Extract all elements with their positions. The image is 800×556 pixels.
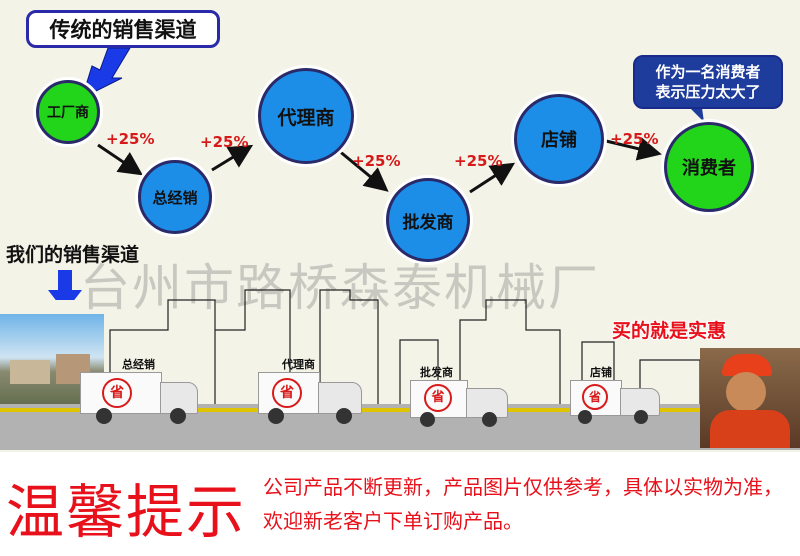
truck-label: 批发商 bbox=[420, 366, 453, 379]
flow-line-5 bbox=[605, 137, 662, 161]
truck-agent: 代理商 省 bbox=[258, 358, 388, 428]
truck-wholesaler: 批发商 省 bbox=[410, 366, 520, 432]
truck-logo: 省 bbox=[582, 384, 608, 410]
our-channel-label: 我们的销售渠道 bbox=[6, 244, 140, 266]
flow-line-1 bbox=[97, 143, 143, 176]
markup-label-1: +25% bbox=[106, 130, 155, 148]
bubble-line-1: 作为一名消费者 bbox=[655, 63, 761, 81]
truck-label: 总经销 bbox=[122, 358, 155, 371]
our-pointer-arrow-icon bbox=[48, 270, 82, 300]
truck-logo: 省 bbox=[272, 378, 302, 408]
road-line bbox=[0, 408, 800, 412]
traditional-channel-label: 传统的销售渠道 bbox=[26, 10, 220, 48]
bubble-line-2: 表示压力太大了 bbox=[655, 83, 761, 101]
flow-line-3 bbox=[337, 148, 389, 192]
node-general-distributor: 总经销 bbox=[138, 160, 212, 234]
notice-body: 公司产品不断更新，产品图片仅供参考，具体以实物为准，欢迎新老客户下单订购产品。 bbox=[263, 475, 783, 533]
node-agent: 代理商 bbox=[258, 68, 354, 164]
node-wholesaler: 批发商 bbox=[386, 178, 470, 262]
pointer-arrow-icon bbox=[81, 47, 131, 99]
truck-store: 店铺 省 bbox=[570, 366, 670, 432]
flow-arrows bbox=[48, 47, 704, 300]
footer-notice-area bbox=[0, 452, 800, 556]
markup-label-2: +25% bbox=[200, 133, 249, 151]
watermark-text: 台州市路桥森泰机械厂 bbox=[80, 259, 600, 317]
slogan-text: 买的就是实惠 bbox=[612, 320, 727, 342]
flow-line-4 bbox=[469, 162, 516, 194]
node-store: 店铺 bbox=[514, 94, 604, 184]
node-factory: 工厂商 bbox=[36, 80, 100, 144]
bubble-tail bbox=[690, 108, 704, 122]
truck-general-distributor: 总经销 省 bbox=[80, 358, 210, 428]
truck-label: 代理商 bbox=[282, 358, 315, 371]
markup-label-4: +25% bbox=[454, 152, 503, 170]
node-consumer: 消费者 bbox=[664, 122, 754, 212]
worker-photo bbox=[700, 348, 800, 448]
flow-line-2 bbox=[211, 144, 254, 172]
markup-label-5: +25% bbox=[610, 130, 659, 148]
markup-label-3: +25% bbox=[352, 152, 401, 170]
notice-title: 温馨提示 bbox=[6, 478, 247, 546]
truck-label: 店铺 bbox=[590, 366, 612, 379]
city-skyline-outline bbox=[109, 289, 701, 404]
truck-logo: 省 bbox=[424, 384, 452, 412]
truck-logo: 省 bbox=[102, 378, 132, 408]
consumer-speech-bubble: 作为一名消费者 表示压力太大了 bbox=[633, 55, 783, 109]
